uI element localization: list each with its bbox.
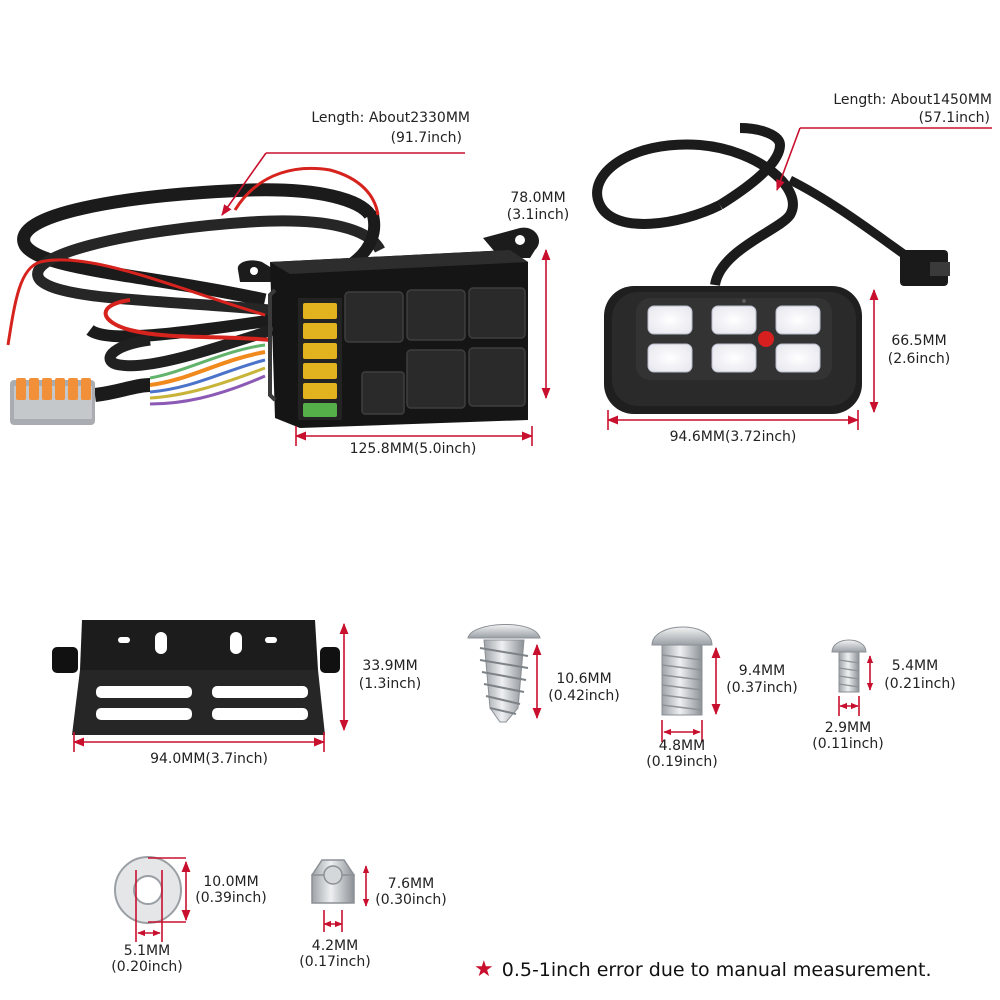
switch-panel-width-label: 94.6MM(3.72inch) (669, 429, 797, 445)
switch-panel-height-inch-label: (2.6inch) (887, 351, 951, 367)
relay-fuse-box (237, 227, 540, 428)
small-screw-length-mm-label: 5.4MM (891, 658, 939, 674)
mounting-bracket (52, 620, 340, 735)
nut-inner-inch-label: (0.17inch) (299, 954, 371, 970)
large-screw-length-inch-label: (0.37inch) (726, 680, 798, 696)
washer-outer-mm-label: 10.0MM (203, 874, 259, 890)
small-machine-screw-dimensions (838, 655, 874, 716)
star-icon: ★ (474, 957, 494, 982)
washer-inner-mm-label: 5.1MM (123, 943, 171, 959)
measurement-footnote: ★ 0.5-1inch error due to manual measureme… (474, 957, 994, 983)
wiring-harness (6, 166, 385, 406)
bracket-height-inch-label: (1.3inch) (358, 676, 422, 692)
washer-dimensions (135, 857, 191, 942)
harness-height-inch-label: (3.1inch) (506, 207, 570, 223)
self-tapping-screw-length-mm-label: 10.6MM (556, 671, 612, 687)
switch-panel-height-mm-label: 66.5MM (891, 333, 947, 349)
washer-outer-inch-label: (0.39inch) (195, 890, 267, 906)
large-screw-diameter-inch-label: (0.19inch) (646, 754, 718, 770)
switch-panel (604, 286, 862, 414)
harness-length-inch-label: (91.7inch) (390, 130, 462, 146)
harness-dimension-lines (221, 152, 551, 446)
switch-cable-length-inch-label: (57.1inch) (918, 110, 990, 126)
nut-inner-mm-label: 4.2MM (311, 938, 359, 954)
large-machine-screw-dimensions (661, 646, 721, 742)
switch-panel-dimension-lines (606, 127, 992, 430)
flat-washer (114, 856, 182, 924)
nut-outer-mm-label: 7.6MM (387, 876, 435, 892)
large-screw-length-mm-label: 9.4MM (738, 663, 786, 679)
nut-dimensions (323, 865, 370, 932)
small-screw-diameter-inch-label: (0.11inch) (812, 736, 884, 752)
large-screw-diameter-mm-label: 4.8MM (658, 738, 706, 754)
large-machine-screw (651, 626, 713, 716)
switch-panel-cable (592, 123, 950, 287)
harness-length-mm-label: Length: About2330MM (311, 110, 470, 126)
small-screw-diameter-mm-label: 2.9MM (824, 720, 872, 736)
switch-cable-length-mm-label: Length: About1450MM (833, 92, 992, 108)
harness-width-label: 125.8MM(5.0inch) (349, 441, 477, 457)
bracket-dimension-lines (72, 622, 349, 752)
footnote-text: 0.5-1inch error due to manual measuremen… (501, 959, 932, 981)
bracket-height-mm-label: 33.9MM (362, 658, 418, 674)
washer-inner-inch-label: (0.20inch) (111, 959, 183, 975)
self-tapping-screw-length-inch-label: (0.42inch) (548, 688, 620, 704)
small-machine-screw (831, 639, 867, 693)
bracket-width-label: 94.0MM(3.7inch) (150, 751, 268, 767)
nut-outer-inch-label: (0.30inch) (375, 892, 447, 908)
hex-nut (311, 859, 355, 904)
harness-height-mm-label: 78.0MM (510, 190, 566, 206)
small-screw-length-inch-label: (0.21inch) (884, 676, 956, 692)
lever-wire-connector (10, 378, 95, 425)
self-tapping-screw (467, 623, 541, 723)
